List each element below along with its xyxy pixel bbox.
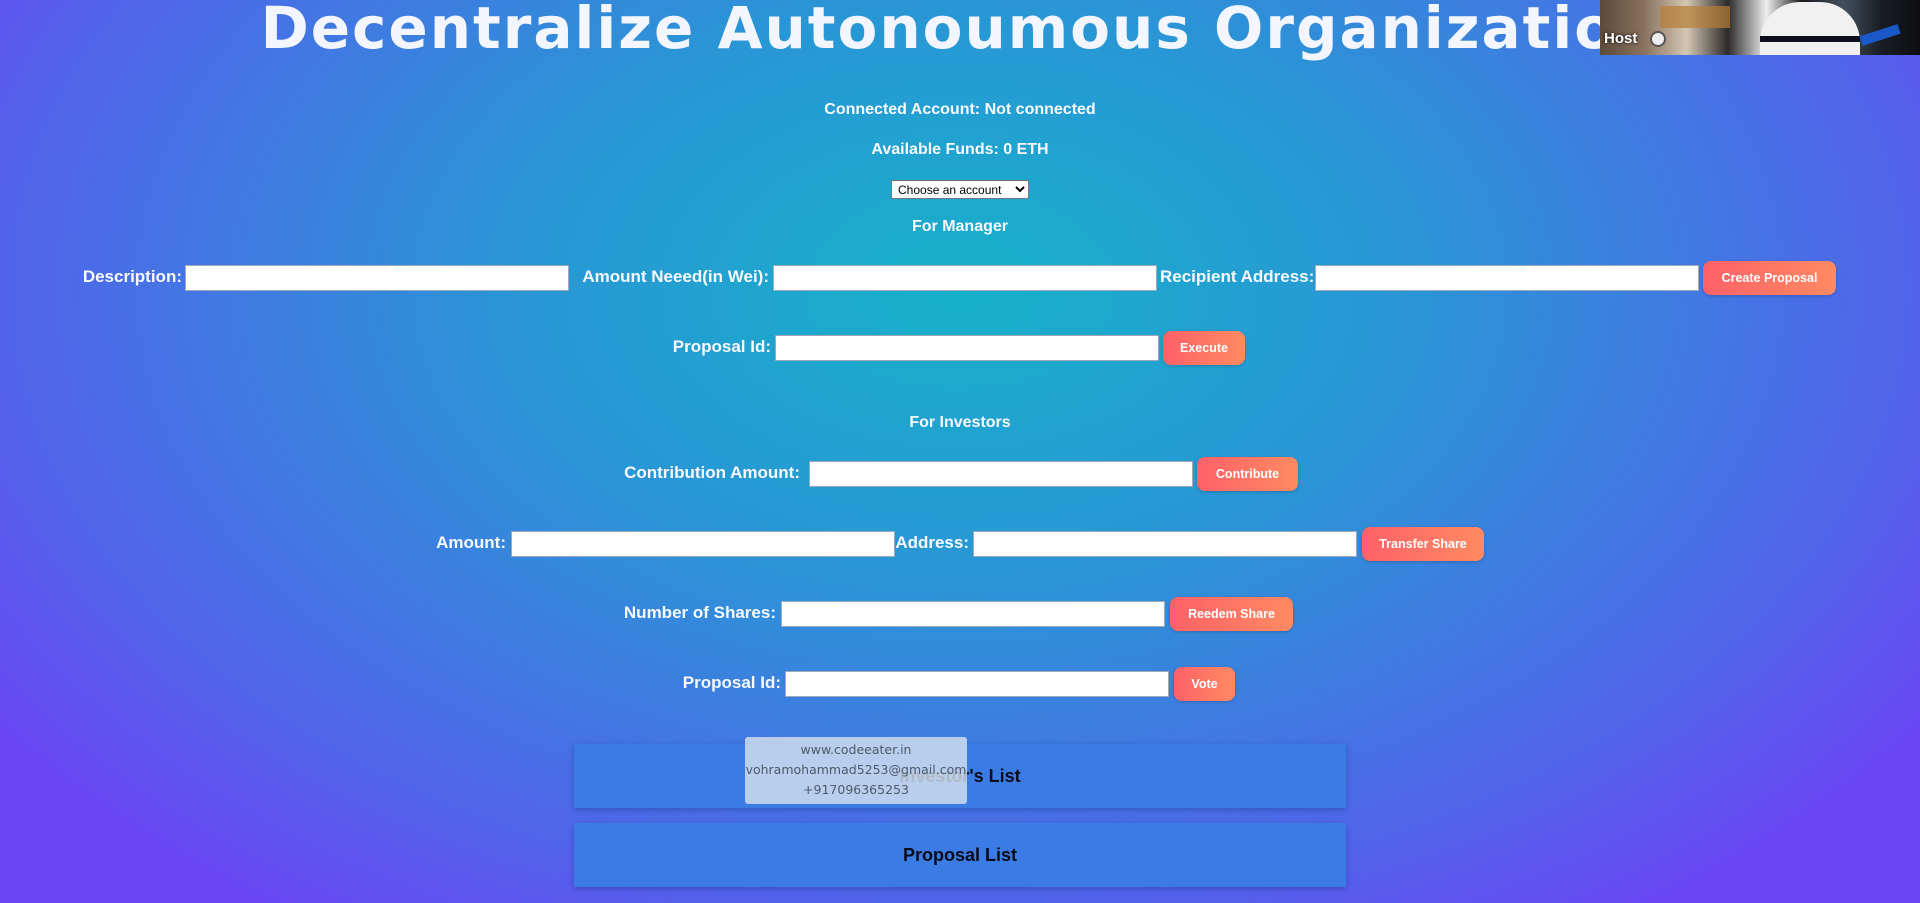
description-label: Description:: [82, 267, 182, 286]
host-webcam-video: Host: [1600, 0, 1920, 55]
contribute-button[interactable]: Contribute: [1197, 457, 1298, 491]
proposal-list-panel[interactable]: Proposal List: [574, 823, 1346, 887]
webcam-host-figure: [1760, 2, 1860, 55]
redeem-share-button[interactable]: Reedem Share: [1170, 597, 1293, 631]
vote-proposal-id-input[interactable]: [785, 671, 1169, 697]
connected-account-text: Connected Account: Not connected: [824, 101, 1096, 118]
vote-button[interactable]: Vote: [1174, 667, 1235, 701]
webcam-microphone: [1859, 24, 1901, 46]
contribution-amount-label: Contribution Amount:: [624, 463, 800, 482]
proposal-id-label: Proposal Id:: [672, 337, 771, 356]
manager-heading: For Manager: [911, 218, 1008, 235]
host-label: Host: [1604, 30, 1638, 47]
watermark-email: vohramohammad5253@gmail.com: [745, 762, 967, 777]
execute-button[interactable]: Execute: [1163, 331, 1245, 365]
number-of-shares-label: Number of Shares:: [623, 603, 776, 622]
investors-heading: For Investors: [909, 414, 1011, 431]
contact-watermark: www.codeeater.in vohramohammad5253@gmail…: [745, 737, 967, 804]
watermark-site: www.codeeater.in: [800, 742, 912, 757]
execute-proposal-id-input[interactable]: [775, 335, 1159, 361]
webcam-shirt-stripe: [1760, 36, 1860, 42]
recipient-address-label: Recipient Address:: [1160, 267, 1315, 286]
amount-needed-label: Amount Neeed(in Wei):: [582, 267, 769, 286]
transfer-amount-label: Amount:: [436, 533, 506, 552]
transfer-address-input[interactable]: [973, 531, 1357, 557]
account-select[interactable]: Choose an account: [891, 180, 1029, 199]
clock-icon: [1650, 31, 1666, 47]
transfer-address-label: Address:: [895, 533, 969, 552]
number-of-shares-input[interactable]: [781, 601, 1165, 627]
contribution-amount-input[interactable]: [809, 461, 1193, 487]
description-input[interactable]: [185, 265, 569, 291]
recipient-address-input[interactable]: [1315, 265, 1699, 291]
webcam-background-shelf: [1660, 6, 1730, 28]
page-title: Decentralize Autonoumous Organization: [260, 0, 1660, 62]
vote-proposal-id-label: Proposal Id:: [682, 673, 781, 692]
transfer-amount-input[interactable]: [511, 531, 895, 557]
transfer-share-button[interactable]: Transfer Share: [1362, 527, 1484, 561]
watermark-phone: +917096365253: [803, 782, 909, 797]
proposal-list-title: Proposal List: [902, 844, 1018, 865]
create-proposal-button[interactable]: Create Proposal: [1703, 261, 1836, 295]
available-funds-text: Available Funds: 0 ETH: [871, 141, 1049, 158]
amount-needed-input[interactable]: [773, 265, 1157, 291]
